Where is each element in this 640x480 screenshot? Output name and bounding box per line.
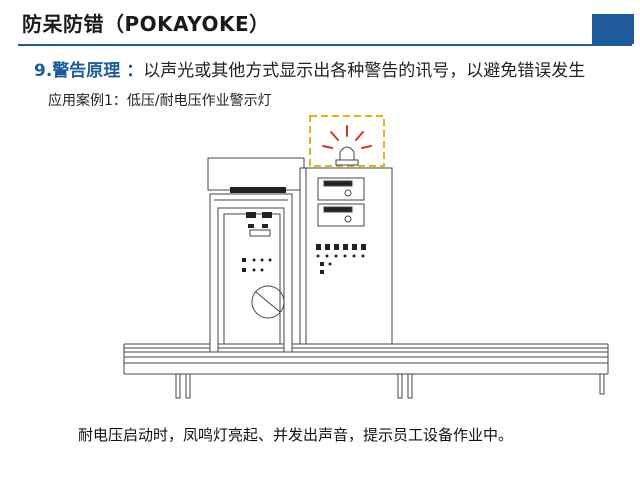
conveyor-rail	[123, 343, 609, 375]
control-board	[223, 213, 281, 345]
instrument-meters	[317, 177, 365, 227]
title-underline	[18, 44, 632, 46]
principle-line: 9.警告原理 ：以声光或其他方式显示出各种警告的讯号，以避免错误发生	[34, 56, 585, 81]
principle-separator: ：	[120, 61, 144, 81]
principle-heading: 警告原理	[52, 61, 121, 81]
cabinet-buttons	[316, 244, 366, 274]
left-frame	[209, 193, 293, 353]
alarm-light-highlight	[309, 115, 385, 167]
alarm-light-icon	[322, 125, 372, 166]
page-title: 防呆防错（POKAYOKE）	[22, 12, 270, 36]
principle-description: 以声光或其他方式显示出各种警告的讯号，以避免错误发生	[143, 61, 586, 81]
principle-number: 9.	[34, 61, 53, 81]
machine-nameplate	[230, 187, 286, 193]
figure-caption: 耐电压启动时，凤鸣灯亮起、并发出声音，提示员工设备作业中。	[78, 426, 514, 444]
board-switches	[242, 212, 272, 272]
case-label: 应用案例1：低压/耐电压作业警示灯	[48, 93, 272, 109]
machine-housing	[207, 157, 305, 191]
title-accent-block	[592, 14, 634, 44]
fan-guard	[251, 285, 285, 319]
conveyor-legs	[175, 373, 605, 399]
